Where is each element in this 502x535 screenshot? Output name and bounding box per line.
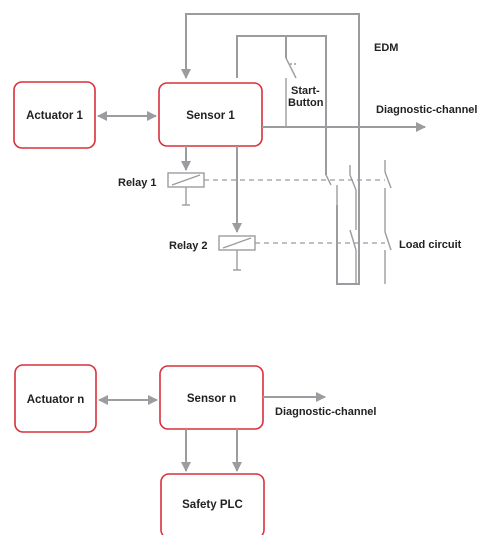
edm-outer-loop bbox=[181, 13, 360, 285]
safety-plc-label: Safety PLC bbox=[182, 499, 243, 511]
start-button-contact-icon bbox=[285, 57, 297, 90]
actuator-n-label: Actuator n bbox=[27, 394, 85, 406]
diagnostic-channel-n-label: Diagnostic-channel bbox=[275, 406, 376, 418]
edm-feedback-contacts-icon bbox=[325, 174, 338, 205]
relay-2-coil-icon bbox=[218, 235, 256, 271]
load-circuit-contacts-icon bbox=[384, 160, 392, 284]
diagnostic-channel-1-label: Diagnostic-channel bbox=[376, 104, 477, 116]
relay-1-label: Relay 1 bbox=[118, 177, 157, 189]
relay-contact-column-left-icon bbox=[349, 165, 357, 284]
start-button-label-line2: Button bbox=[288, 97, 324, 109]
sensor-n-block: Sensor n bbox=[159, 365, 264, 430]
actuator-n-block: Actuator n bbox=[14, 364, 97, 433]
safety-plc-block: Safety PLC bbox=[160, 473, 265, 535]
start-button-label-line1: Start- bbox=[291, 85, 320, 97]
actuator-1-block: Actuator 1 bbox=[13, 81, 96, 149]
sensor-1-label: Sensor 1 bbox=[186, 110, 235, 122]
actuator-1-label: Actuator 1 bbox=[26, 110, 83, 122]
relay-2-label: Relay 2 bbox=[169, 240, 208, 252]
edm-label: EDM bbox=[374, 42, 398, 54]
load-circuit-label: Load circuit bbox=[399, 239, 462, 251]
start-button-loop bbox=[236, 35, 327, 175]
relay-1-coil-icon bbox=[167, 172, 205, 206]
sensor-n-label: Sensor n bbox=[187, 393, 236, 405]
sensor-1-block: Sensor 1 bbox=[158, 82, 263, 147]
